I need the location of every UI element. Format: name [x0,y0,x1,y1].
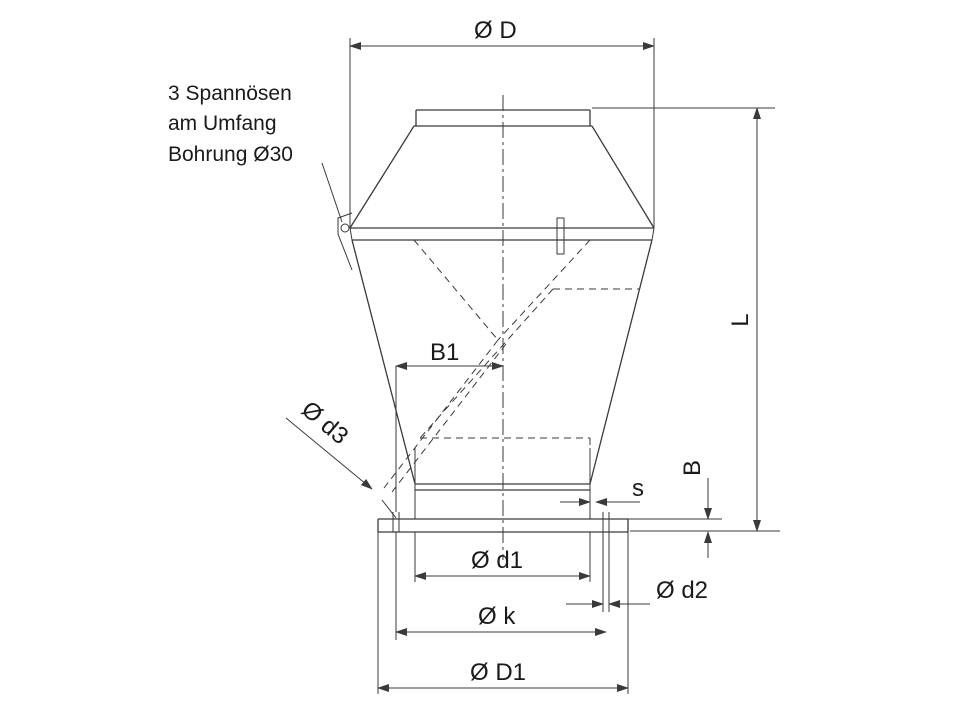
label-s: s [632,475,644,502]
conical-body [351,239,653,493]
label-D: Ø D [474,17,517,44]
dimension-d2 [566,532,650,612]
note-line-1: 3 Spannösen [168,82,292,105]
label-d2: Ø d2 [656,577,708,604]
note-line-3: Bohrung Ø30 [168,143,293,166]
label-B: B [679,460,706,476]
dimension-B [628,478,722,558]
dimension-d3 [285,417,397,519]
lifting-lug [321,162,353,271]
label-B1: B1 [430,339,459,366]
dimension-d1 [414,532,591,582]
label-k: Ø k [478,603,516,630]
handle-mark [556,217,565,255]
label-d1: Ø d1 [471,547,523,574]
dimension-D [349,38,655,228]
label-L: L [727,313,754,326]
label-D1: Ø D1 [470,659,526,686]
note-line-2: am Umfang [168,112,277,135]
dimension-B1 [395,362,504,512]
dimension-D1 [377,532,629,694]
dimension-k [395,532,607,640]
flange [377,493,629,533]
label-d3: Ø d3 [296,396,353,450]
rain-cap [349,109,655,241]
